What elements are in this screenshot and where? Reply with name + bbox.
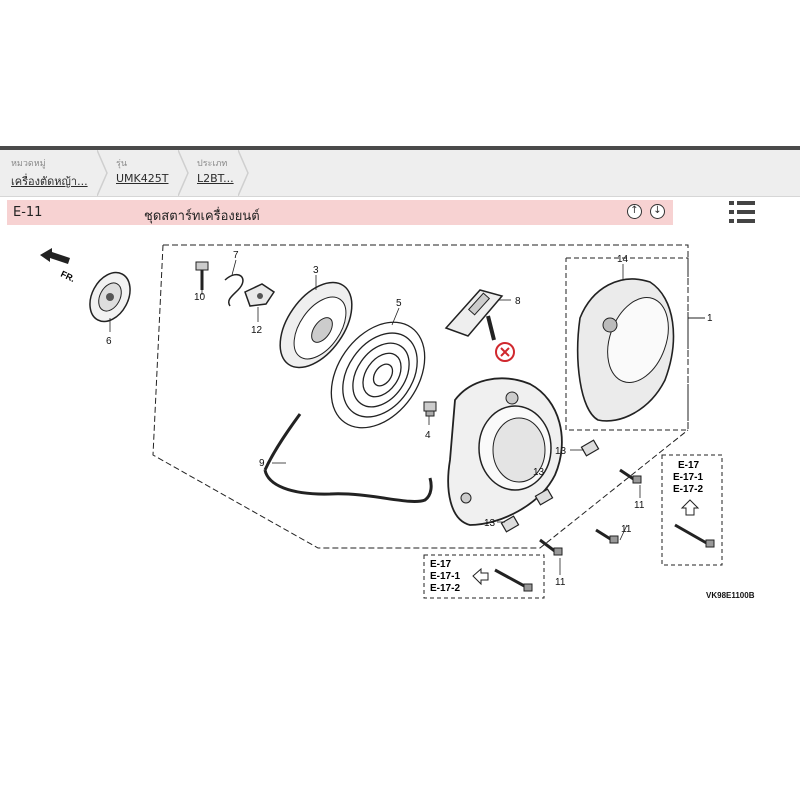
parts-diagram: FR. <box>0 230 800 610</box>
section-title: ชุดสตาร์ทเครื่องยนต์ <box>144 209 260 224</box>
parts-diagram-svg: FR. <box>40 244 755 600</box>
breadcrumb-model-label: รุ่น <box>116 159 127 169</box>
top-divider-bar <box>0 146 800 150</box>
part-14-outer-cover[interactable] <box>576 278 680 422</box>
breadcrumb: หมวดหมู่ เครื่องตัดหญ้า... รุ่น UMK425T … <box>0 150 800 197</box>
part-number-label: 11 <box>634 500 645 511</box>
breadcrumb-model[interactable]: รุ่น UMK425T <box>112 150 182 196</box>
front-direction-arrow: FR. <box>40 248 77 284</box>
section-header: E-11 ชุดสตาร์ทเครื่องยนต์ ↑ ↓ <box>7 200 673 225</box>
part-10-bolt[interactable] <box>195 261 209 290</box>
breadcrumb-separator-icon <box>178 150 189 196</box>
part-number-label: 7 <box>233 250 239 261</box>
part-number-label: 8 <box>515 296 521 307</box>
ref-right-2: E-17-2 <box>673 484 703 495</box>
part-number-label: 3 <box>313 265 319 276</box>
breadcrumb-category-label: หมวดหมู่ <box>11 159 46 169</box>
drawing-code: VK98E1100B <box>706 591 755 600</box>
ref-bottom-0: E-17 <box>430 559 452 570</box>
breadcrumb-separator-icon <box>97 150 108 196</box>
ref-right-1: E-17-1 <box>673 472 703 483</box>
collar-spacers[interactable] <box>500 439 600 533</box>
breadcrumb-type-value[interactable]: L2BT... <box>197 172 234 185</box>
breadcrumb-category-value[interactable]: เครื่องตัดหญ้า... <box>11 175 88 188</box>
part-8-handle[interactable] <box>444 289 504 341</box>
part-12-ratchet[interactable] <box>244 283 276 307</box>
breadcrumb-separator-icon <box>238 150 249 196</box>
ref-right-0: E-17 <box>678 460 700 471</box>
part-9-starter-rope[interactable] <box>263 413 433 503</box>
part-number-label: 13 <box>555 446 567 457</box>
direction-label: FR. <box>59 269 76 284</box>
part-number-label: 11 <box>555 577 566 588</box>
breadcrumb-model-value[interactable]: UMK425T <box>116 172 169 185</box>
part-5-recoil-spring[interactable] <box>312 305 444 446</box>
part-number-label: 13 <box>484 518 496 529</box>
part-number-label: 14 <box>617 254 629 265</box>
part-1-cover-case[interactable] <box>447 377 563 526</box>
breadcrumb-type[interactable]: ประเภท L2BT... <box>193 150 253 196</box>
breadcrumb-category[interactable]: หมวดหมู่ เครื่องตัดหญ้า... <box>0 150 100 196</box>
section-code: E-11 <box>13 205 43 220</box>
reference-box-bottom[interactable]: E-17 E-17-1 E-17-2 <box>423 554 545 599</box>
part-number-labels: 7 3 5 8 14 1 4 9 6 10 12 13 13 13 11 11 … <box>106 250 713 588</box>
part-number-label: 9 <box>259 458 265 469</box>
assembly-outline <box>152 244 705 549</box>
breadcrumb-type-label: ประเภท <box>197 159 228 169</box>
part-6-pulley[interactable] <box>82 266 138 329</box>
part-3-reel[interactable] <box>266 270 367 381</box>
part-number-label: 12 <box>251 325 263 336</box>
arrow-up-circle-icon[interactable]: ↑ <box>627 204 642 219</box>
reference-box-right[interactable]: E-17 E-17-1 E-17-2 <box>661 454 723 566</box>
ref-bottom-1: E-17-1 <box>430 571 460 582</box>
part-number-label: 4 <box>425 430 431 441</box>
red-x-marker-icon[interactable] <box>495 342 515 362</box>
part-number-label: 10 <box>194 292 206 303</box>
flange-bolts[interactable] <box>539 468 642 556</box>
part-number-label: 11 <box>621 524 632 535</box>
arrow-down-circle-icon[interactable]: ↓ <box>650 204 665 219</box>
leader-lines <box>109 259 641 575</box>
ref-bottom-2: E-17-2 <box>430 583 460 594</box>
part-number-label: 13 <box>533 467 545 478</box>
part-number-label: 5 <box>396 298 402 309</box>
part-7-spring-clip[interactable] <box>224 273 244 307</box>
part-4-nut[interactable] <box>423 401 437 417</box>
part-number-label: 1 <box>707 313 713 324</box>
part-number-label: 6 <box>106 336 112 347</box>
list-menu-icon[interactable] <box>729 201 755 223</box>
